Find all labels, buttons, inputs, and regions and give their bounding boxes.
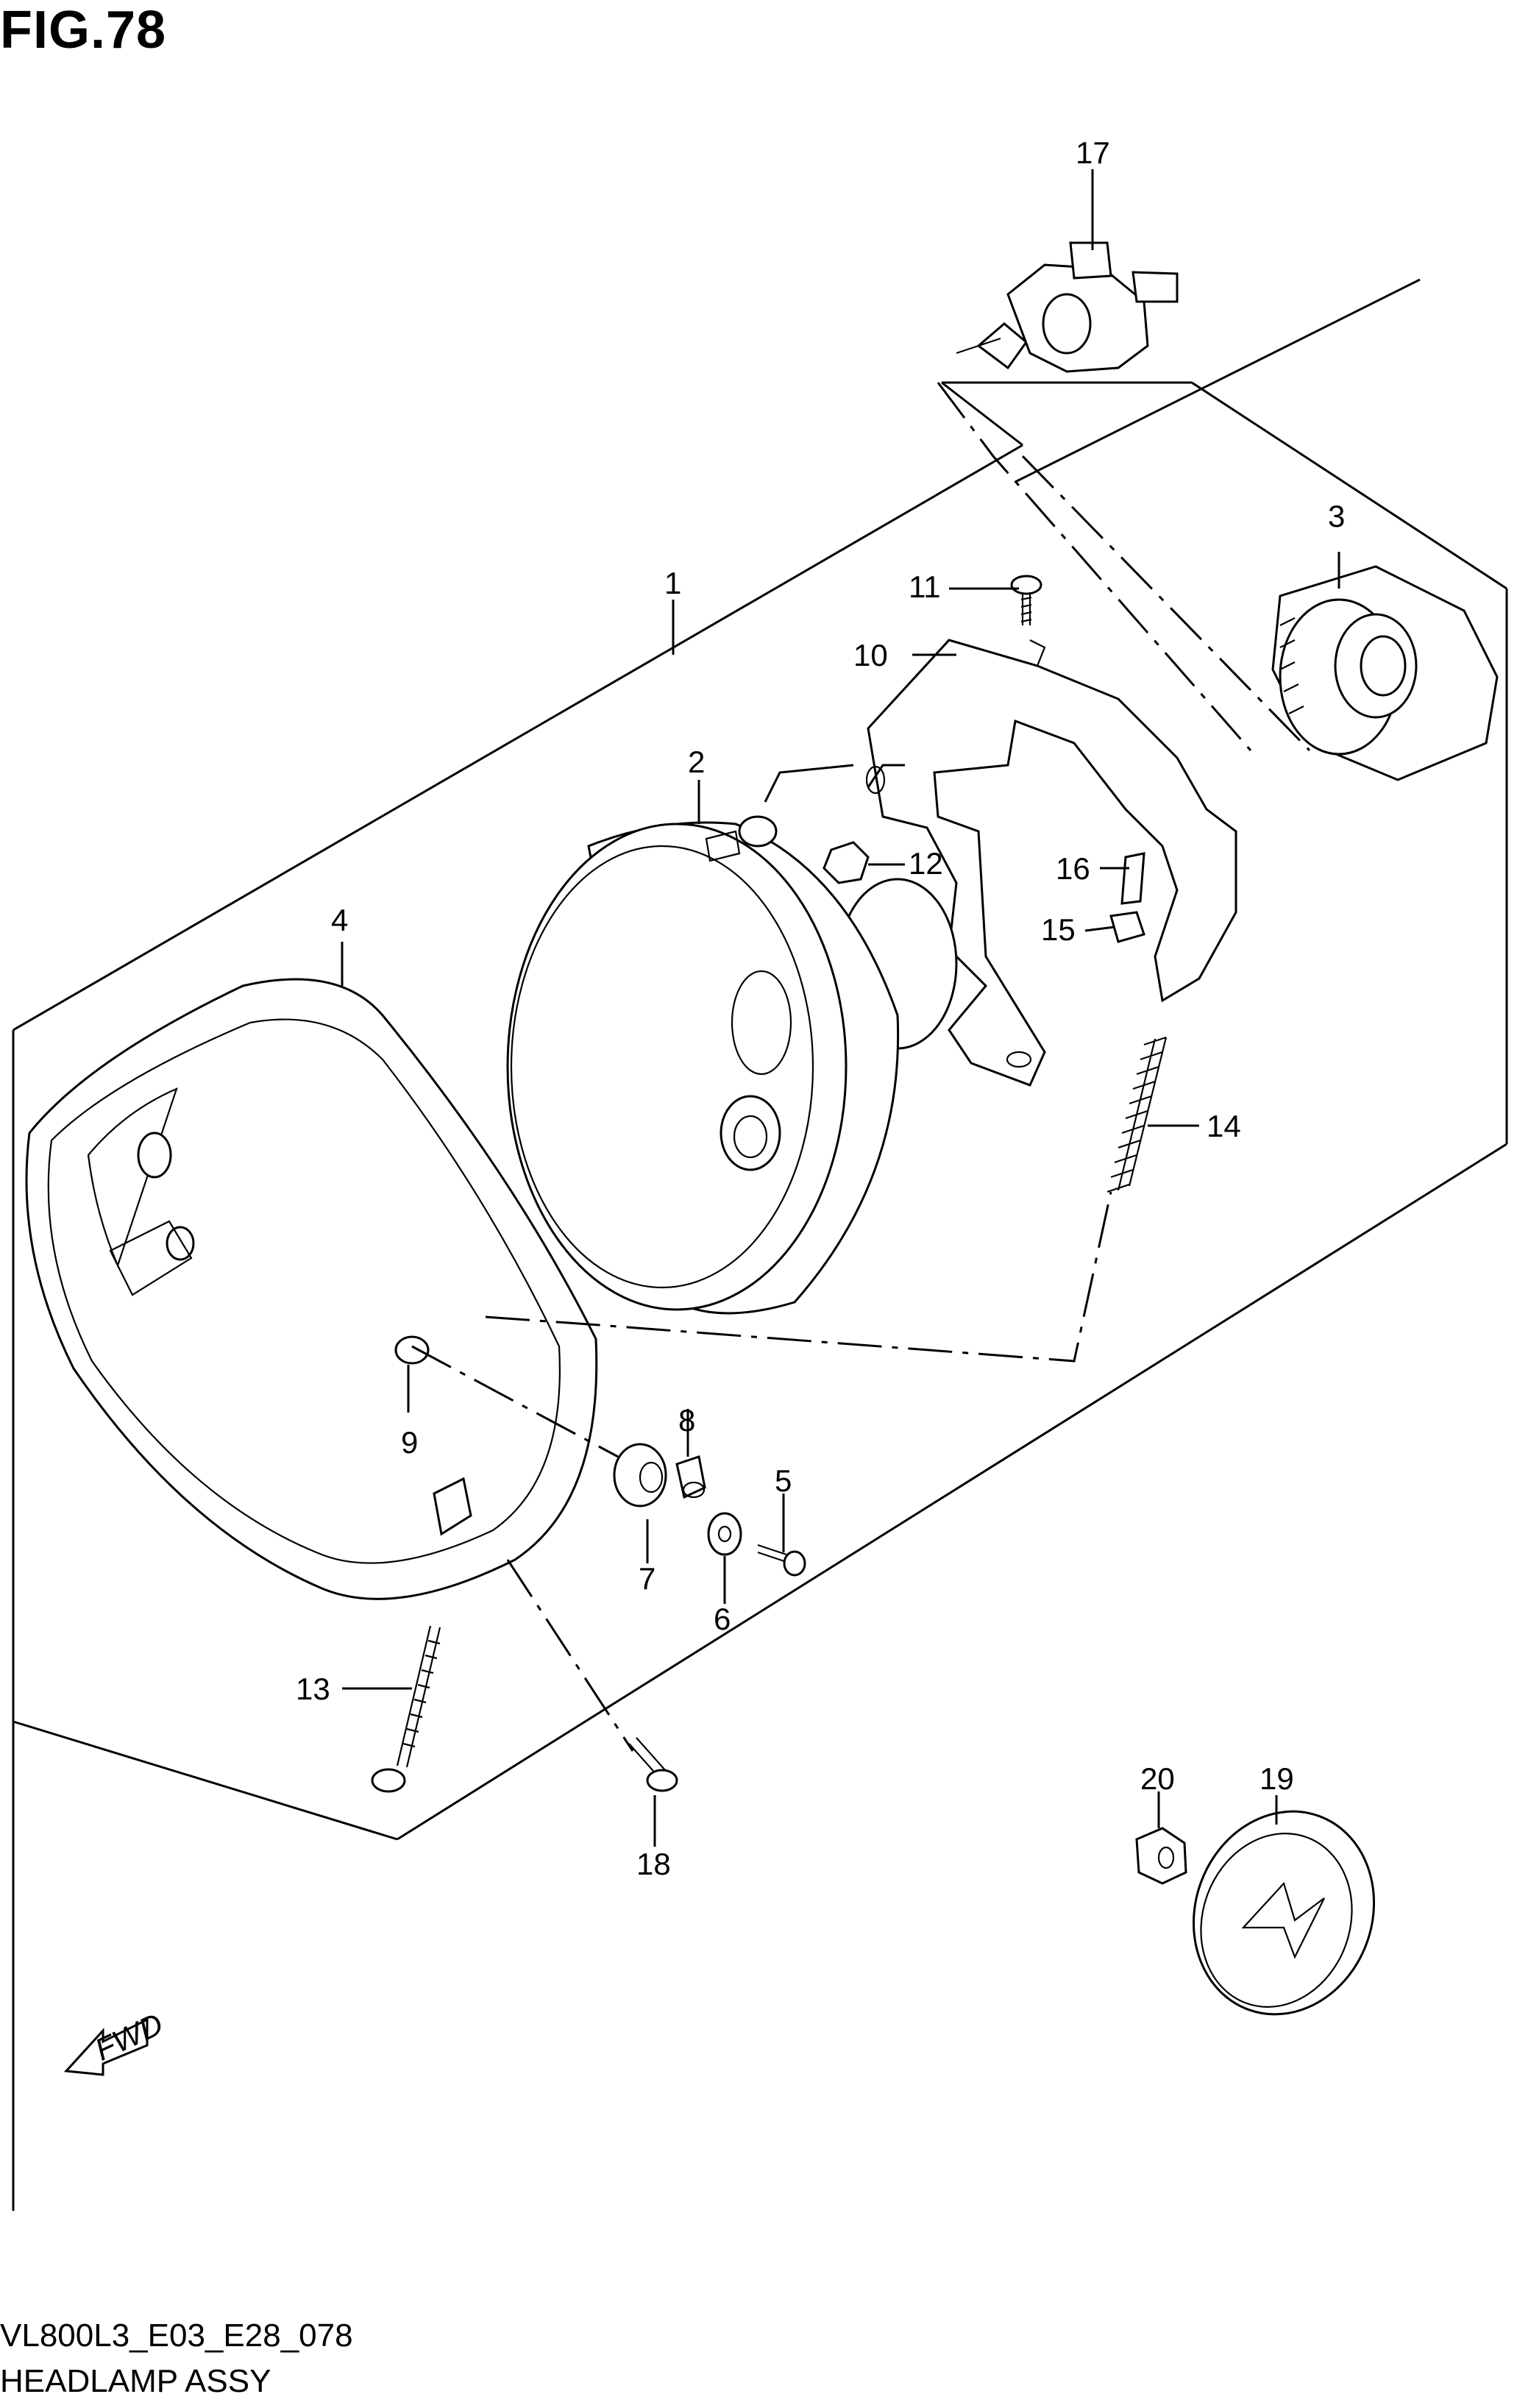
position-lamp-19-drawing [1192,1810,1376,2016]
spacer-8-drawing [675,1455,706,1499]
screw-11-drawing [1010,575,1042,625]
nut-12-drawing [823,841,870,884]
callout-11: 11 [909,569,941,604]
callout-15: 15 [1041,912,1076,947]
callout-7: 7 [639,1561,656,1596]
callout-10: 10 [853,638,888,672]
callout-16: 16 [1056,851,1090,886]
socket-cover-drawing [1271,565,1499,781]
rim-4-drawing [25,978,598,1600]
clip-15-drawing [1109,911,1145,943]
assembly-name: HEADLAMP ASSY [0,2363,271,2399]
callout-2: 2 [688,745,705,779]
callout-18: 18 [636,1847,671,1881]
model-code: VL800L3_E03_E28_078 [0,2318,353,2354]
figure-title: FIG.78 [0,1,167,60]
callout-4: 4 [331,903,348,937]
spring-14-drawing [1106,1036,1168,1193]
callout-9: 9 [401,1425,418,1460]
screw-18-drawing [628,1737,678,1792]
callout-14: 14 [1207,1109,1241,1143]
callout-5: 5 [775,1463,792,1498]
bulb-drawing [956,241,1179,373]
assembly-outline [12,278,1508,2211]
screw-5-drawing [757,1544,806,1577]
adjusting-screw-13-drawing [371,1625,441,1793]
washer-6-drawing [707,1512,742,1556]
pin-16-drawing [1120,852,1145,905]
bracket-drawing [865,639,1237,1087]
callout-12: 12 [909,846,943,881]
callout-8: 8 [678,1403,695,1438]
callout-13: 13 [296,1672,330,1706]
callout-3: 3 [1328,499,1345,533]
leader-lines [341,169,1340,1847]
callout-19: 19 [1260,1761,1294,1796]
fwd-arrow-label: FWD [90,2006,168,2067]
callout-20: 20 [1140,1761,1175,1796]
cushion-7-drawing [613,1443,667,1507]
headlamp-unit-drawing [506,815,958,1315]
callout-17: 17 [1076,135,1110,170]
callout-1: 1 [664,566,681,600]
callout-6: 6 [714,1602,731,1636]
callouts: 17 3 1 11 10 2 12 16 15 14 4 8 5 9 7 6 1… [296,135,1345,1881]
nut-20-drawing [1135,1827,1187,1885]
fwd-arrow-icon: FWD [63,2006,168,2076]
